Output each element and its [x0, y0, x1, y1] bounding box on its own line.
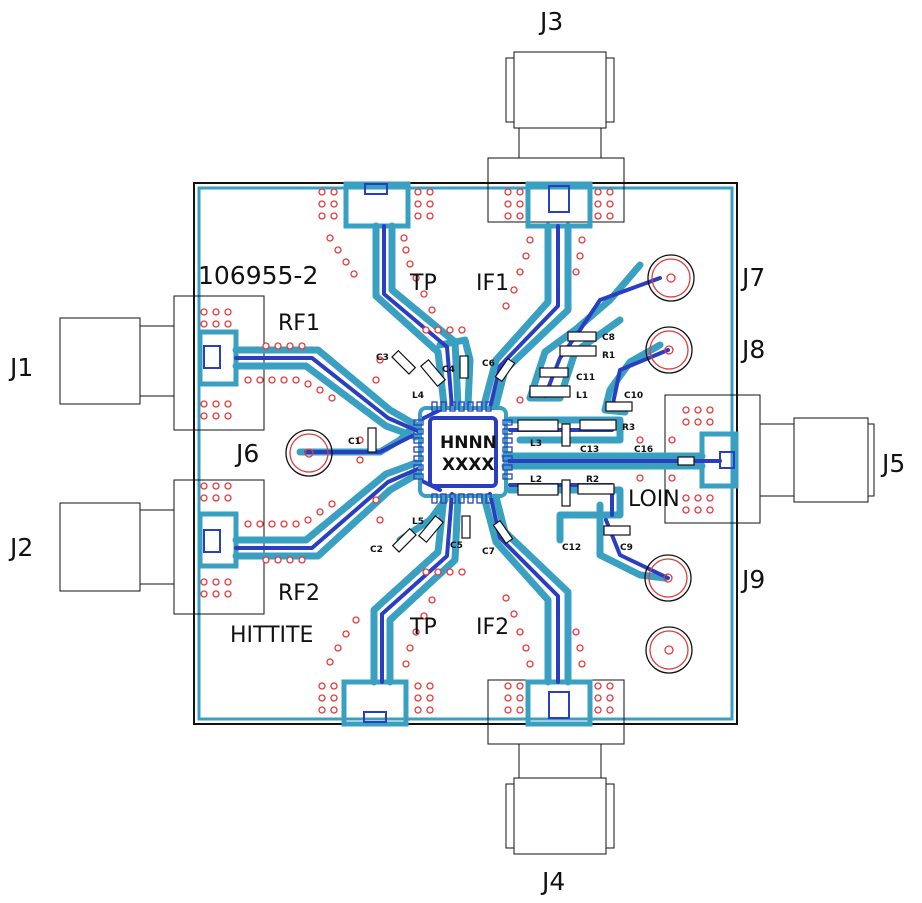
ref-c7: C7	[482, 547, 495, 557]
port-label-if2: IF2	[476, 615, 509, 640]
part-l5	[417, 514, 445, 544]
ref-r3: R3	[622, 423, 635, 433]
ref-c3: C3	[376, 353, 389, 363]
ref-c11: C11	[576, 373, 595, 383]
vias-bottom-left	[318, 596, 436, 714]
ref-r1: R1	[602, 351, 615, 361]
port-label-rf1: RF1	[278, 311, 320, 336]
ref-c6: C6	[482, 359, 495, 369]
ref-r2: R2	[586, 475, 599, 485]
chip-marking-line1: HNNN	[440, 433, 497, 453]
port-label-loin: LOIN	[628, 487, 680, 512]
part-c9	[603, 525, 631, 536]
unlabeled-round-pad	[645, 626, 693, 674]
connector-j8-pad	[645, 326, 693, 374]
connector-j2-body	[59, 479, 265, 615]
ref-l2: L2	[530, 475, 542, 485]
ref-l3: L3	[530, 439, 542, 449]
signal-traces	[234, 224, 722, 684]
reference-designators: C1 C2 C3 C4 C5 C6 C7 C8 C9 C10 C11 C12 C…	[348, 333, 653, 557]
ref-c12: C12	[562, 543, 581, 553]
ref-c16: C16	[634, 445, 653, 455]
label-j2: J2	[8, 533, 33, 562]
label-j1: J1	[8, 353, 33, 382]
part-c13	[561, 423, 571, 447]
part-c2	[391, 527, 417, 553]
port-label-if1: IF1	[476, 271, 509, 296]
part-r1	[559, 345, 597, 357]
part-c5	[461, 515, 471, 539]
port-label-tp-top: TP	[409, 271, 437, 296]
label-j9: J9	[740, 565, 765, 594]
ref-c9: C9	[620, 543, 633, 553]
vias-top-left	[318, 188, 436, 314]
vias-bottom-right	[502, 594, 614, 714]
vias-center	[356, 326, 644, 576]
ref-c5: C5	[450, 541, 463, 551]
smd-components	[367, 331, 695, 553]
ref-c8: C8	[602, 333, 615, 343]
vias-left-upper	[200, 308, 336, 420]
part-c10	[605, 401, 633, 412]
vias-right	[668, 406, 714, 514]
part-c8	[567, 331, 597, 342]
label-j8: J8	[740, 335, 765, 364]
ref-c13: C13	[580, 445, 599, 455]
manufacturer-label: HITTITE	[230, 623, 313, 648]
label-j5: J5	[880, 449, 905, 478]
ref-c4: C4	[442, 365, 455, 375]
board-id: 106955-2	[198, 261, 318, 290]
part-c7	[492, 519, 514, 545]
label-j4: J4	[540, 867, 565, 896]
connector-j9-pad	[644, 554, 692, 602]
part-c3	[391, 349, 417, 375]
connector-j7-pad	[647, 254, 695, 302]
vias-left-lower	[200, 482, 336, 598]
port-label-tp-bottom: TP	[409, 615, 437, 640]
part-r2	[577, 483, 615, 495]
part-l2	[517, 483, 559, 496]
part-l3	[517, 419, 559, 432]
vias-top-right	[502, 188, 614, 310]
chip-marking-line2: XXXX	[442, 455, 494, 475]
round-connectors	[285, 254, 695, 674]
ref-c2: C2	[370, 545, 383, 555]
ref-l4: L4	[412, 391, 424, 401]
via-array	[200, 188, 714, 714]
ref-l5: L5	[412, 517, 424, 527]
ref-c1: C1	[348, 437, 361, 447]
label-j7: J7	[740, 263, 765, 292]
part-c16	[677, 456, 695, 466]
ref-l1: L1	[576, 391, 588, 401]
part-l1	[529, 385, 571, 398]
board-ground-border	[197, 186, 734, 721]
part-r3	[579, 419, 617, 431]
part-c6	[494, 357, 516, 383]
part-c12	[561, 479, 571, 507]
connector-j5-body	[664, 394, 875, 524]
part-c1	[367, 427, 377, 453]
ref-c10: C10	[624, 391, 643, 401]
part-c11	[539, 367, 569, 378]
label-j6: J6	[234, 439, 259, 468]
ic-package: HNNN XXXX	[413, 401, 513, 504]
part-l4	[419, 358, 447, 388]
connector-j3-body	[487, 51, 625, 223]
label-j3: J3	[538, 7, 563, 36]
connector-j1-body	[59, 295, 265, 431]
port-label-rf2: RF2	[278, 581, 320, 606]
part-c4	[459, 355, 469, 379]
connector-j4-body	[487, 679, 625, 855]
connector-j6-pad	[285, 429, 333, 477]
